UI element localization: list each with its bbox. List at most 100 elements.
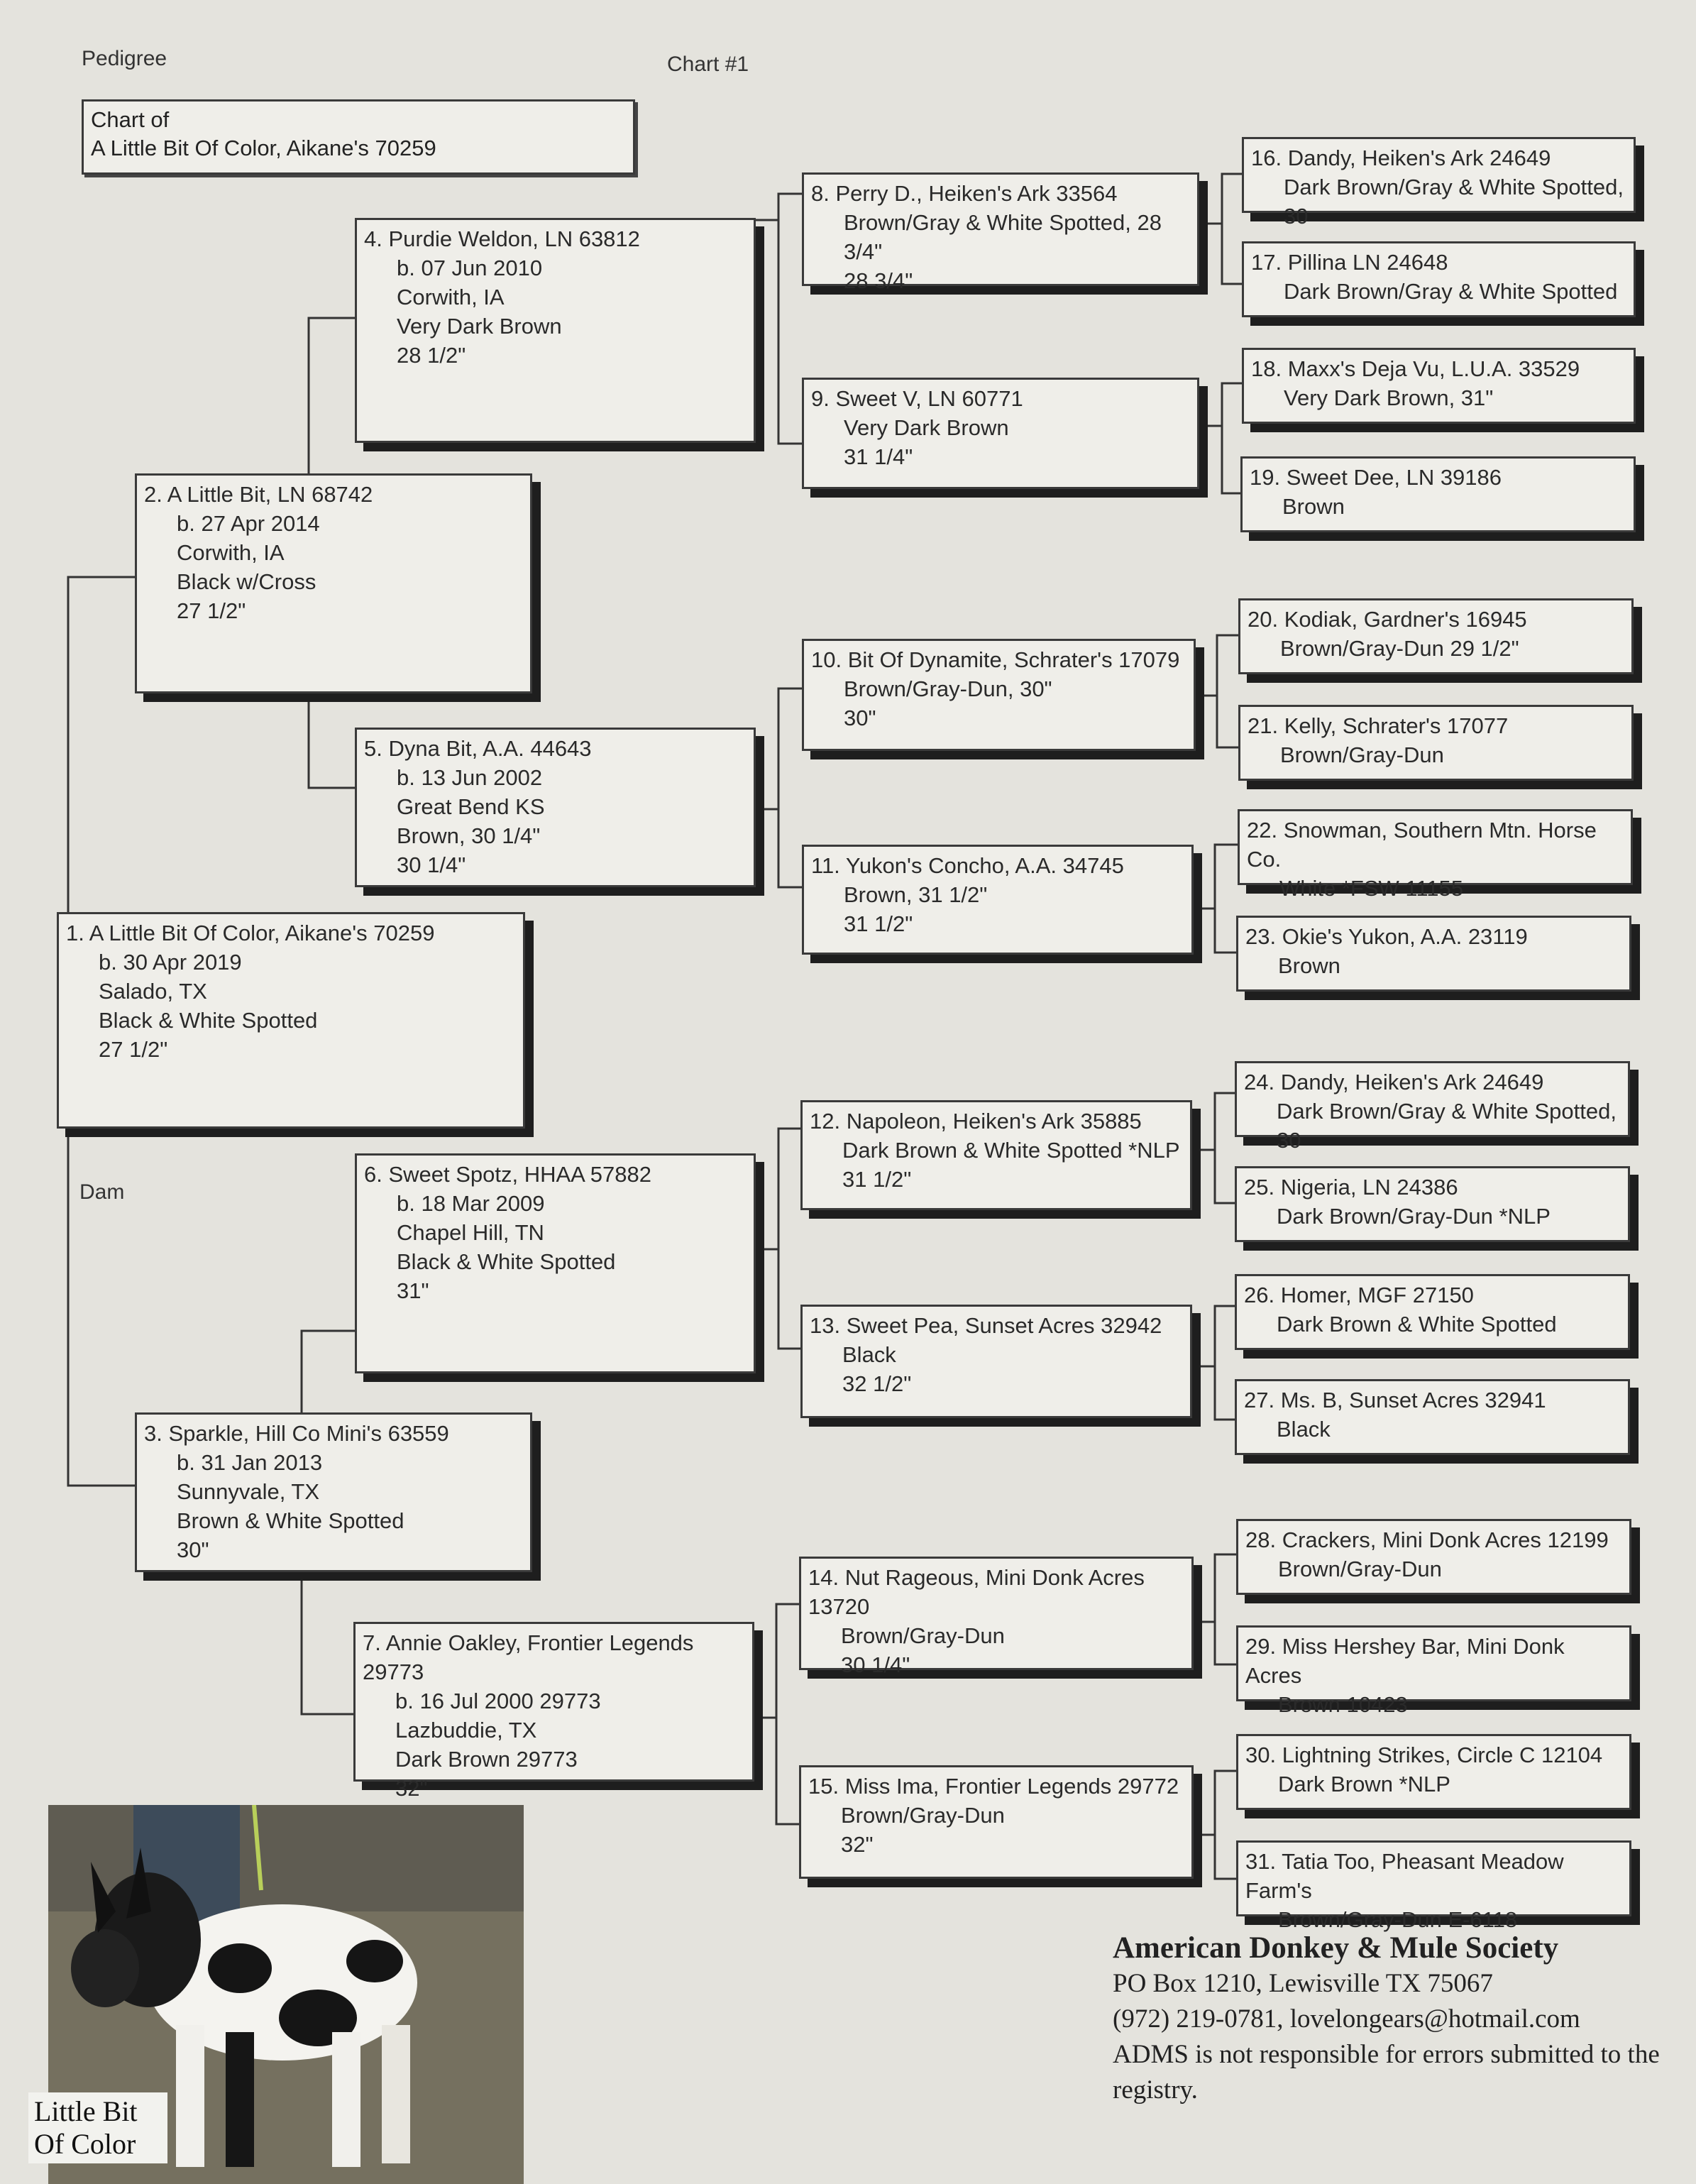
animal-13-box: 13. Sweet Pea, Sunset Acres 32942 Black … [800, 1305, 1192, 1418]
animal-height: 27 1/2" [177, 598, 246, 623]
animal-11-box: 11. Yukon's Concho, A.A. 34745 Brown, 31… [802, 845, 1194, 955]
animal-24-box: 24. Dandy, Heiken's Ark 24649 Dark Brown… [1235, 1061, 1630, 1153]
animal-birth: b. 30 Apr 2019 [99, 950, 242, 975]
animal-height: 28 3/4" [844, 268, 913, 293]
society-contact: (972) 219-0781, lovelongears@hotmail.com [1113, 2004, 1580, 2034]
animal-color: Brown, 30 1/4" [397, 823, 541, 848]
animal-6-box: 6. Sweet Spotz, HHAA 57882 b. 18 Mar 200… [355, 1153, 756, 1373]
animal-26-box: 26. Homer, MGF 27150 Dark Brown & White … [1235, 1274, 1630, 1350]
animal-name: 30. Lightning Strikes, Circle C 12104 [1245, 1743, 1603, 1767]
photo-caption: Little Bit Of Color [28, 2092, 167, 2163]
animal-1-box: 1. A Little Bit Of Color, Aikane's 70259… [57, 912, 525, 1129]
animal-color: Brown/Gray-Dun [1278, 1557, 1442, 1581]
animal-name: 7. Annie Oakley, Frontier Legends 29773 [363, 1630, 694, 1684]
animal-name: 3. Sparkle, Hill Co Mini's 63559 [144, 1421, 449, 1446]
animal-color: Very Dark Brown, 31" [1284, 385, 1494, 410]
animal-color: Black & White Spotted [99, 1008, 318, 1033]
animal-birth: b. 31 Jan 2013 [177, 1450, 323, 1475]
animal-height: 30" [177, 1537, 209, 1562]
animal-height: 32" [841, 1832, 874, 1857]
animal-name: 12. Napoleon, Heiken's Ark 35885 [810, 1109, 1142, 1134]
animal-name: 29. Miss Hershey Bar, Mini Donk Acres [1245, 1634, 1565, 1688]
society-disclaimer: ADMS is not responsible for errors submi… [1113, 2040, 1660, 2105]
animal-birth: b. 27 Apr 2014 [177, 511, 320, 536]
animal-place: Corwith, IA [177, 540, 285, 565]
animal-color: Brown & White Spotted [177, 1508, 404, 1533]
animal-16-box: 16. Dandy, Heiken's Ark 24649 Dark Brown… [1242, 137, 1636, 229]
animal-name: 24. Dandy, Heiken's Ark 24649 [1244, 1070, 1544, 1094]
animal-height: 28 1/2" [397, 343, 466, 368]
animal-23-box: 23. Okie's Yukon, A.A. 23119 Brown [1236, 916, 1631, 992]
animal-name: 28. Crackers, Mini Donk Acres 12199 [1245, 1527, 1609, 1552]
animal-name: 19. Sweet Dee, LN 39186 [1250, 465, 1502, 490]
animal-28-box: 28. Crackers, Mini Donk Acres 12199 Brow… [1236, 1519, 1631, 1595]
animal-height: 32" [395, 1776, 428, 1801]
society-info: American Donkey & Mule Society PO Box 12… [1113, 1931, 1695, 2108]
animal-color: Brown/Gray-Dun [1280, 742, 1444, 767]
animal-7-box: 7. Annie Oakley, Frontier Legends 29773 … [353, 1622, 754, 1801]
animal-name: 1. A Little Bit Of Color, Aikane's 70259 [66, 921, 435, 945]
chart-of-name: A Little Bit Of Color, Aikane's 70259 [91, 136, 436, 160]
animal-21-box: 21. Kelly, Schrater's 17077 Brown/Gray-D… [1238, 705, 1634, 781]
animal-15-box: 15. Miss Ima, Frontier Legends 29772 Bro… [799, 1765, 1194, 1879]
animal-color: Very Dark Brown [844, 415, 1009, 440]
animal-color: Brown/Gray-Dun [841, 1803, 1005, 1828]
animal-name: 17. Pillina LN 24648 [1251, 250, 1448, 275]
animal-name: 8. Perry D., Heiken's Ark 33564 [811, 181, 1118, 206]
animal-place: Chapel Hill, TN [397, 1220, 544, 1245]
animal-31-box: 31. Tatia Too, Pheasant Meadow Farm's Br… [1236, 1840, 1631, 1932]
animal-12-box: 12. Napoleon, Heiken's Ark 35885 Dark Br… [800, 1100, 1192, 1210]
animal-color: Brown/Gray & White Spotted, 28 3/4" [844, 210, 1162, 264]
chart-number: Chart #1 [667, 53, 749, 76]
animal-18-box: 18. Maxx's Deja Vu, L.U.A. 33529 Very Da… [1242, 348, 1636, 424]
animal-name: 2. A Little Bit, LN 68742 [144, 482, 373, 507]
animal-height: 31 1/2" [844, 911, 913, 936]
animal-name: 23. Okie's Yukon, A.A. 23119 [1245, 924, 1528, 949]
animal-name: 14. Nut Rageous, Mini Donk Acres 13720 [808, 1565, 1145, 1619]
animal-color: Dark Brown & White Spotted [1277, 1312, 1557, 1337]
animal-2-box: 2. A Little Bit, LN 68742 b. 27 Apr 2014… [135, 473, 532, 693]
animal-color: Brown [1278, 953, 1340, 978]
animal-color: Black [842, 1342, 896, 1367]
animal-color: Very Dark Brown [397, 314, 562, 339]
animal-4-box: 4. Purdie Weldon, LN 63812 b. 07 Jun 201… [355, 218, 756, 443]
animal-27-box: 27. Ms. B, Sunset Acres 32941 Black [1235, 1379, 1630, 1455]
animal-30-box: 30. Lightning Strikes, Circle C 12104 Da… [1236, 1734, 1631, 1810]
animal-place: Lazbuddie, TX [395, 1718, 537, 1743]
animal-color: Black & White Spotted [397, 1249, 616, 1274]
animal-place: Sunnyvale, TX [177, 1479, 320, 1504]
animal-color: Brown 10423 [1278, 1692, 1408, 1717]
animal-color: Brown, 31 1/2" [844, 882, 988, 907]
animal-name: 27. Ms. B, Sunset Acres 32941 [1244, 1388, 1546, 1412]
animal-color: Brown/Gray-Dun E-6118 [1278, 1907, 1518, 1932]
chart-of-label: Chart of [91, 107, 170, 132]
animal-height: 27 1/2" [99, 1037, 168, 1062]
animal-color: Brown/Gray-Dun [841, 1623, 1005, 1648]
animal-29-box: 29. Miss Hershey Bar, Mini Donk Acres Br… [1236, 1625, 1631, 1717]
animal-3-box: 3. Sparkle, Hill Co Mini's 63559 b. 31 J… [135, 1412, 532, 1572]
animal-25-box: 25. Nigeria, LN 24386 Dark Brown/Gray-Du… [1235, 1166, 1630, 1242]
animal-birth: b. 13 Jun 2002 [397, 765, 543, 790]
animal-height: 31 1/2" [842, 1167, 912, 1192]
dam-label: Dam [79, 1180, 125, 1204]
animal-place: Corwith, IA [397, 285, 505, 309]
animal-color: Dark Brown/Gray-Dun *NLP [1277, 1204, 1551, 1229]
animal-name: 21. Kelly, Schrater's 17077 [1248, 713, 1509, 738]
animal-color: Black w/Cross [177, 569, 316, 594]
animal-22-box: 22. Snowman, Southern Mtn. Horse Co. Whi… [1238, 809, 1633, 901]
animal-color: Dark Brown 29773 [395, 1747, 578, 1772]
animal-place: Great Bend KS [397, 794, 545, 819]
animal-name: 20. Kodiak, Gardner's 16945 [1248, 607, 1527, 632]
animal-name: 5. Dyna Bit, A.A. 44643 [364, 736, 592, 761]
animal-name: 6. Sweet Spotz, HHAA 57882 [364, 1162, 651, 1187]
animal-name: 11. Yukon's Concho, A.A. 34745 [811, 853, 1124, 878]
donkey-illustration [48, 1805, 524, 2184]
animal-color: White *FSW 11155 [1279, 876, 1464, 901]
animal-color: Dark Brown/Gray & White Spotted, 30 [1284, 175, 1624, 229]
animal-9-box: 9. Sweet V, LN 60771 Very Dark Brown 31 … [802, 378, 1199, 489]
animal-name: 16. Dandy, Heiken's Ark 24649 [1251, 146, 1551, 170]
animal-height: 30 1/4" [397, 852, 466, 877]
pedigree-label: Pedigree [82, 47, 167, 70]
animal-name: 13. Sweet Pea, Sunset Acres 32942 [810, 1313, 1162, 1338]
animal-color: Dark Brown/Gray & White Spotted, 30 [1277, 1099, 1617, 1153]
